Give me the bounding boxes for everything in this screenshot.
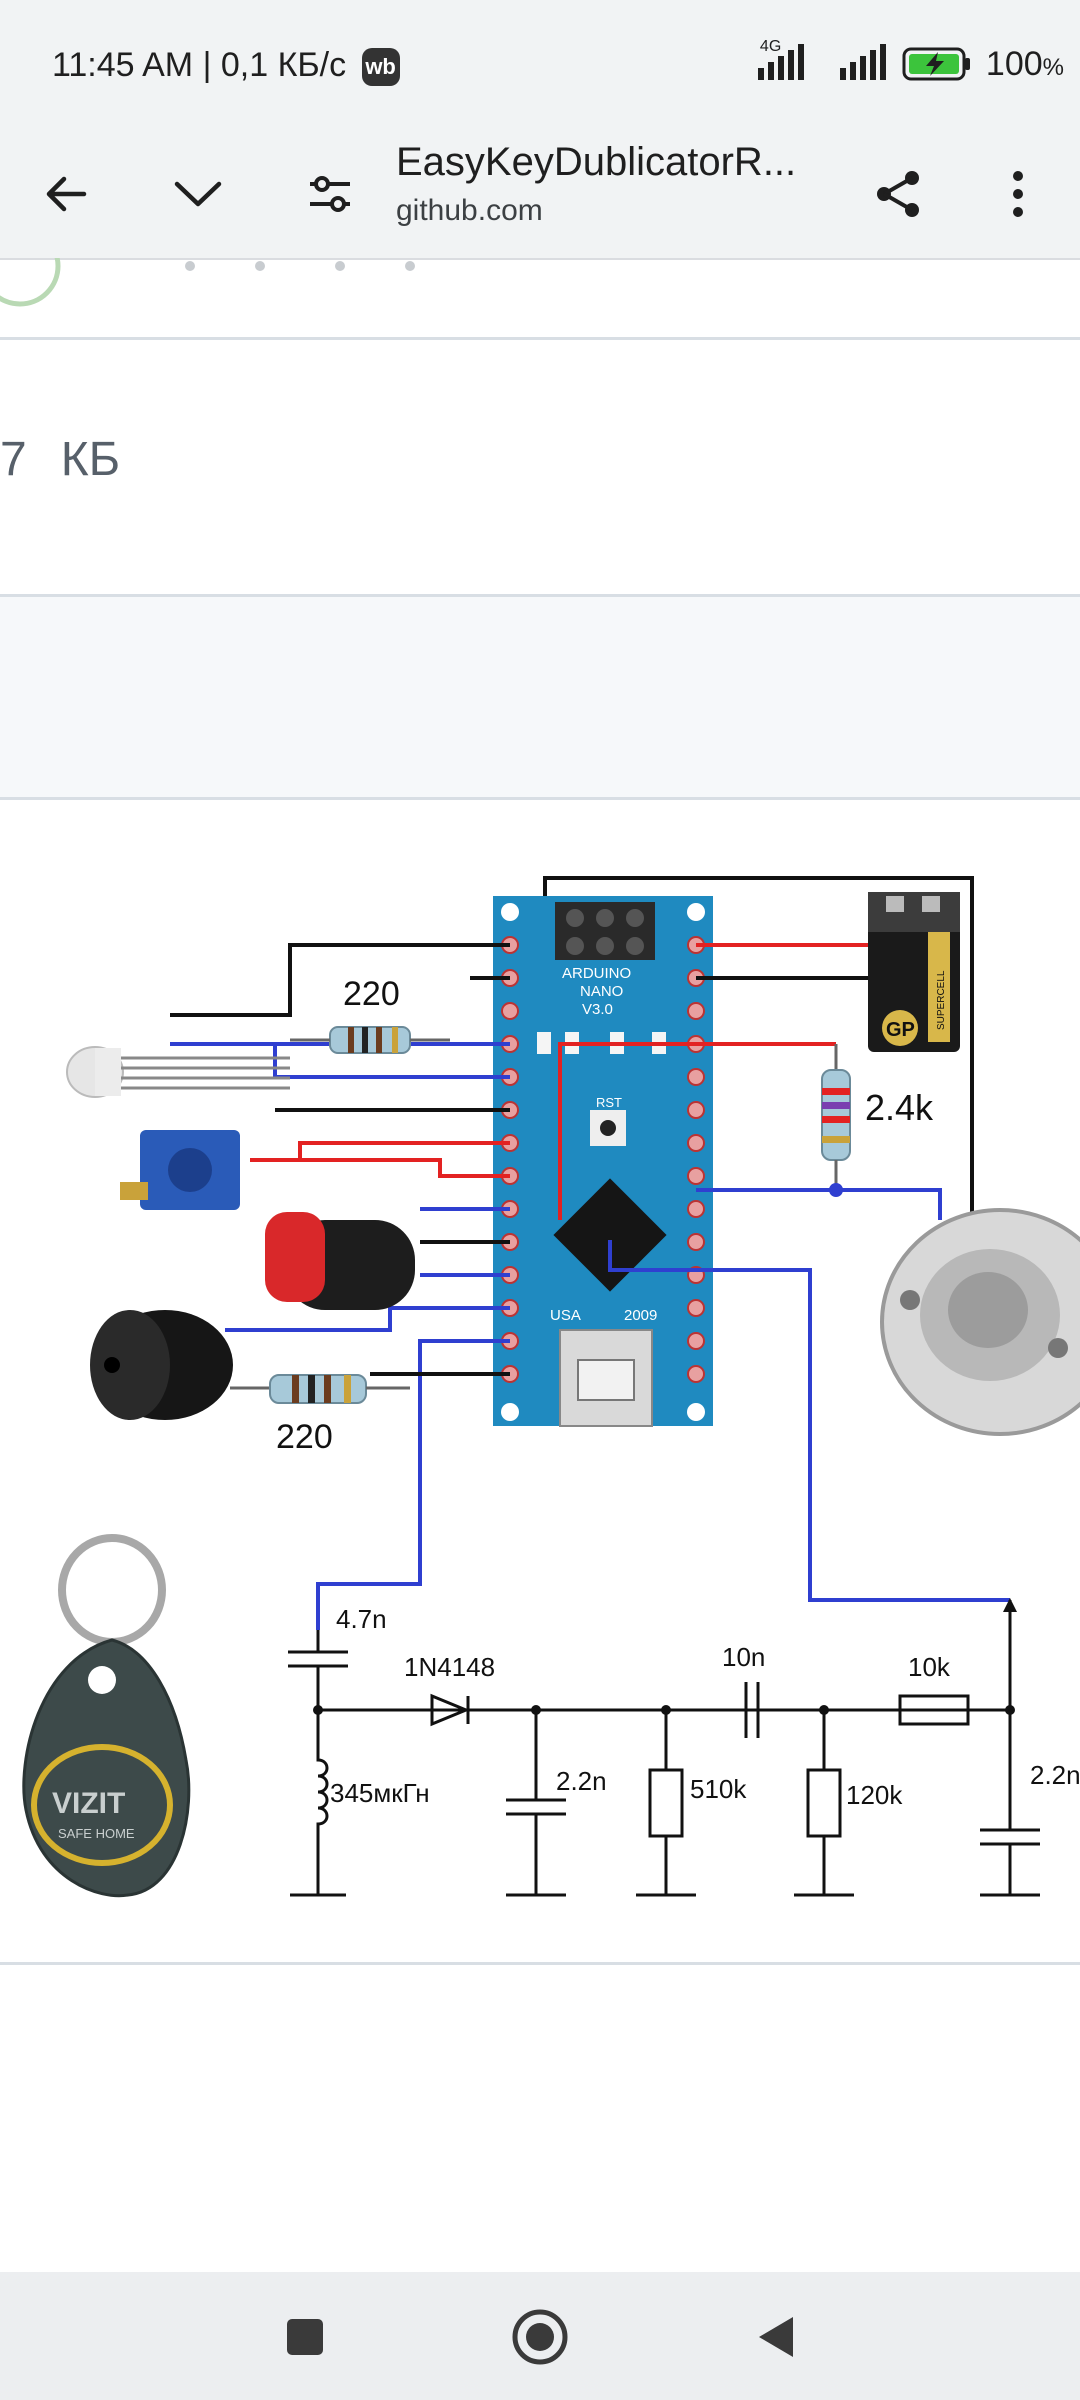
res-10k-label: 10k [908, 1652, 951, 1682]
board-title: ARDUINO [562, 965, 631, 982]
divider [0, 594, 1080, 597]
chevron-down-icon [174, 181, 222, 207]
system-navigation-bar [0, 2272, 1080, 2400]
resistor-right-label: 2.4k [865, 1087, 934, 1128]
battery-brand: GP [886, 1019, 915, 1041]
home-circle-icon [512, 2309, 568, 2365]
square-icon [287, 2319, 323, 2355]
file-size-unit: КБ [60, 433, 121, 486]
inductor-label: 345мкГн [330, 1778, 430, 1808]
back-arrow-icon [46, 176, 87, 212]
rgb-led [66, 1046, 290, 1098]
status-time: 11:45 AM | 0,1 КБ/с wb [52, 46, 400, 87]
divider [0, 337, 1080, 340]
status-bar: 11:45 AM | 0,1 КБ/с wb 4G [0, 0, 1080, 130]
page-domain[interactable]: github.com [396, 194, 543, 227]
back-button[interactable] [30, 158, 102, 230]
divider [0, 1962, 1080, 1965]
diode-label: 1N4148 [404, 1652, 495, 1682]
share-icon [877, 171, 919, 217]
push-button [265, 1212, 415, 1310]
triangle-back-icon [759, 2317, 793, 2357]
more-options-button[interactable] [982, 158, 1054, 230]
tune-icon [310, 176, 350, 212]
commit-row-partial [0, 225, 1080, 338]
resistor-220-top: 220 [290, 975, 450, 1054]
file-size-number: 7 [0, 433, 27, 486]
recents-button[interactable] [270, 2302, 340, 2372]
buzzer [90, 1310, 233, 1420]
board-footer-left: USA [550, 1307, 581, 1324]
board-version: V3.0 [582, 1001, 613, 1018]
browser-toolbar [0, 130, 1080, 260]
divider [0, 797, 1080, 800]
page-title[interactable]: EasyKeyDublicatorR... [396, 140, 797, 184]
signal-icon [839, 44, 886, 80]
board-subtitle: NANO [580, 983, 623, 1000]
trimmer-potentiometer [120, 1130, 240, 1210]
resistor-bottom-label: 220 [276, 1418, 333, 1456]
reset-label: RST [596, 1095, 622, 1110]
resistor-top-label: 220 [343, 975, 400, 1013]
schematic-image[interactable]: RST ARDUINO NANO V3.0 USA 2009 [0, 800, 1080, 1960]
res-120k-label: 120k [846, 1780, 903, 1810]
home-button[interactable] [505, 2302, 575, 2372]
file-header-band [0, 597, 1080, 797]
back-nav-button[interactable] [740, 2302, 810, 2372]
signal-4g-icon: 4G [756, 38, 824, 84]
res-510k-label: 510k [690, 1774, 747, 1804]
status-icons: 4G 100% [756, 38, 1064, 84]
wb-app-icon: wb [361, 48, 400, 87]
battery-percent: 100% [985, 44, 1064, 83]
time-text: 11:45 AM | 0,1 КБ/с [52, 46, 347, 84]
board-footer-right: 2009 [624, 1307, 657, 1324]
cap-4-label: 2.2n [1030, 1760, 1080, 1790]
arduino-nano-board: RST ARDUINO NANO V3.0 USA 2009 [493, 896, 713, 1427]
keyfob-sub: SAFE HOME [58, 1826, 135, 1841]
battery-sub: SUPERCELL [936, 970, 947, 1030]
battery-charging-icon [902, 47, 970, 81]
collapse-button[interactable] [162, 158, 234, 230]
battery-9v: GP SUPERCELL [868, 892, 960, 1052]
file-size: 7 КБ [0, 432, 120, 487]
rfid-keyfob: VIZIT SAFE HOME [22, 1534, 191, 1898]
resistor-2-4k: 2.4k [821, 1044, 934, 1197]
cap-2-label: 10n [722, 1642, 765, 1672]
share-button[interactable] [862, 158, 934, 230]
more-vert-icon [1013, 171, 1023, 217]
site-settings-button[interactable] [294, 158, 366, 230]
analog-circuit [288, 1600, 1040, 1897]
keyfob-brand: VIZIT [52, 1787, 125, 1820]
cap-3-label: 2.2n [556, 1766, 607, 1796]
ibutton-reader [880, 1208, 1080, 1436]
cap-1-label: 4.7n [336, 1604, 387, 1634]
network-label: 4G [759, 38, 782, 55]
resistor-220-bottom: 220 [230, 1374, 410, 1456]
